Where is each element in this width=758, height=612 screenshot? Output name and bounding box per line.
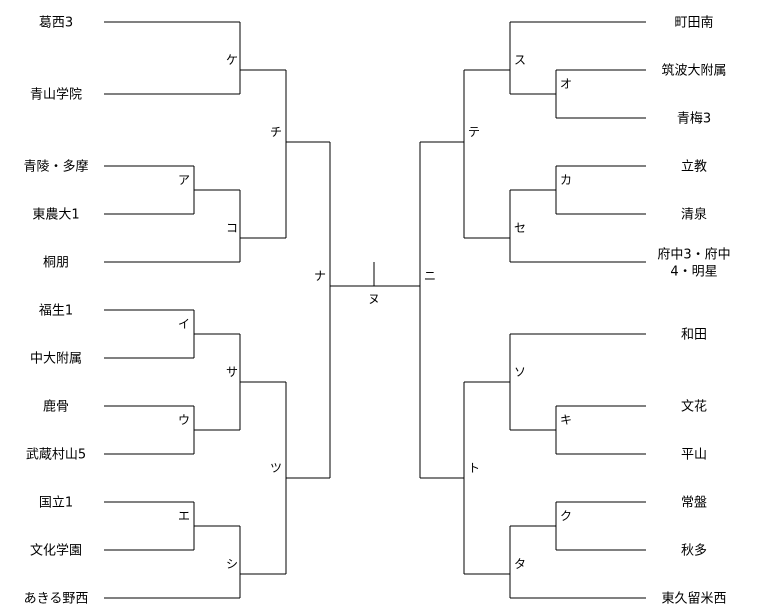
team-name: 東農大1 [32,207,79,223]
team-name: 筑波大附属 [661,63,726,79]
team-name: 文化学園 [30,543,82,559]
match-label: ア [178,173,190,187]
match-label: ケ [226,53,238,67]
match-label: コ [226,221,238,235]
team-name: 平山 [681,448,707,463]
left-team-names: 葛西3 青山学院 青陵・多摩 東農大1 桐朋 福生1 中大附属 鹿骨 武蔵村山5… [23,16,88,607]
team-name: 秋多 [681,543,707,559]
team-name: 国立1 [39,496,73,511]
match-label: ク [560,509,572,523]
team-name: 青梅3 [677,112,711,127]
match-label: イ [178,317,190,331]
team-name: 4・明星 [670,265,717,280]
team-name: あきる野西 [24,592,89,607]
team-name: 文花 [681,399,707,415]
match-label: ツ [270,461,282,475]
match-label: オ [560,77,572,91]
match-label: サ [226,365,238,379]
match-label: シ [226,557,238,571]
team-name: 中大附属 [30,352,82,367]
match-label: チ [270,125,282,139]
right-team-names: 町田南 筑波大附属 青梅3 立教 清泉 府中3・府中 4・明星 和田 文花 平山… [657,15,730,607]
team-name: 常盤 [681,496,707,511]
team-name: 清泉 [681,207,707,223]
match-label: キ [560,413,572,427]
match-label: テ [468,125,480,139]
team-name: 武蔵村山5 [26,448,86,463]
team-name: 鹿骨 [43,399,69,415]
match-label: タ [514,557,526,571]
match-label: ス [514,53,526,67]
match-label: ニ [424,269,436,283]
match-label: エ [178,509,190,523]
match-label: ソ [514,365,526,379]
left-bracket-lines [104,21,420,599]
match-label: ト [468,461,480,475]
match-label: ウ [178,413,190,427]
match-label: ナ [314,269,326,283]
match-label: ヌ [368,292,380,306]
right-bracket-lines [419,21,646,599]
team-name: 福生1 [39,304,73,319]
match-label: カ [560,173,572,187]
team-name: 東久留米西 [661,591,726,607]
team-name: 桐朋 [43,256,69,271]
team-name: 青陵・多摩 [23,159,88,175]
match-label: セ [514,221,526,235]
team-name: 立教 [681,159,707,175]
team-name: 府中3・府中 [657,248,730,263]
team-name: 町田南 [674,15,713,31]
team-name: 青山学院 [30,87,82,103]
match-labels: ケ チ ア コ ナ イ サ ウ ツ エ シ ヌ ニ ス オ テ カ セ ソ キ … [178,53,572,571]
team-name: 和田 [681,328,707,343]
team-name: 葛西3 [39,16,73,31]
